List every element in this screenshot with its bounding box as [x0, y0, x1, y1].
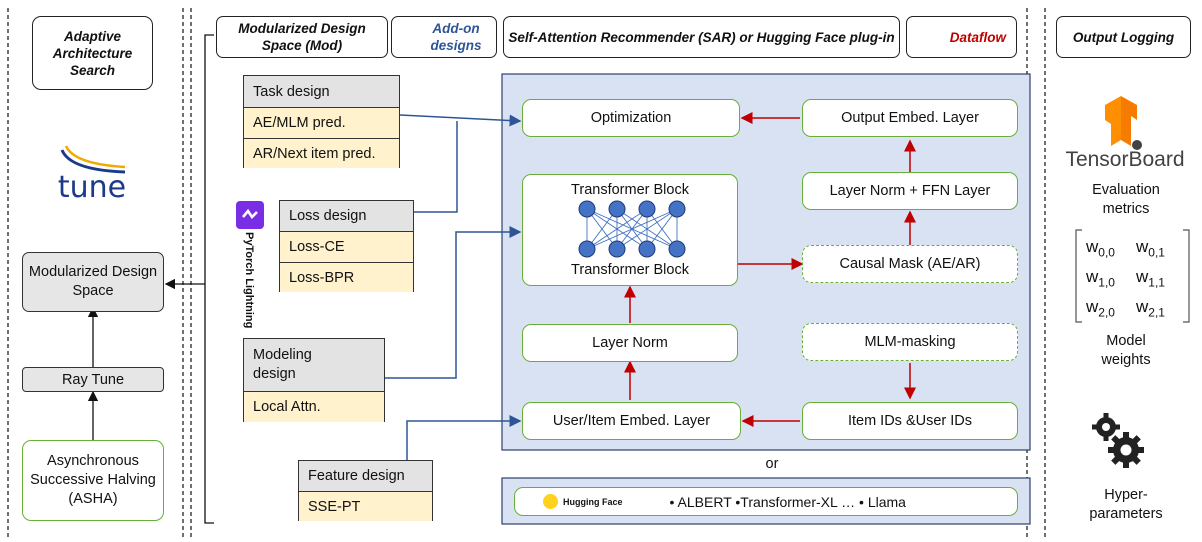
addon-label: Add-on designs: [430, 21, 482, 53]
layer-norm-box: Layer Norm: [522, 324, 738, 362]
transformer-label-top: Transformer Block: [571, 182, 689, 198]
lightning-label-wrap: PyTorch Lightning: [226, 232, 272, 329]
or-label: or: [765, 456, 779, 472]
output-embed-box: Output Embed. Layer: [802, 99, 1018, 137]
asha-box: Asynchronous Successive Halving (ASHA): [22, 440, 164, 521]
ray-tune-box: Ray Tune: [22, 367, 164, 392]
modeling-design-block: Modeling design Local Attn.: [243, 338, 385, 422]
weights-matrix: w0,0 w0,1 w1,0 w1,1 w2,0 w2,1: [1086, 232, 1186, 322]
task-design-item: AE/MLM pred.: [244, 107, 399, 138]
task-design-title: Task design: [244, 76, 399, 107]
hugging-face-icon: [543, 494, 558, 509]
matrix-brackets: [1075, 229, 1190, 323]
matrix-cell: w2,0: [1086, 297, 1115, 320]
model-weights-label: Model weights: [1101, 333, 1151, 368]
mod-design-space-box: Modularized Design Space: [22, 252, 164, 312]
lightning-icon: [236, 201, 264, 229]
mod-bracket: [204, 34, 214, 524]
lightning-label: PyTorch Lightning: [243, 232, 255, 329]
feature-design-item: SSE-PT: [299, 491, 432, 521]
dataflow-header: Dataflow: [906, 16, 1017, 58]
loss-design-item: Loss-BPR: [280, 262, 413, 292]
hf-models-box: Hugging Face • ALBERT •Transformer-XL … …: [514, 487, 1018, 516]
gears-icon: [1092, 413, 1144, 468]
task-design-block: Task design AE/MLM pred. AR/Next item pr…: [243, 75, 400, 168]
tune-logo-text: tune: [57, 170, 127, 205]
eval-metrics-label: Evaluation metrics: [1092, 182, 1160, 217]
hf-logo-text: Hugging Face: [563, 496, 623, 507]
sar-header: Self-Attention Recommender (SAR) or Hugg…: [503, 16, 900, 58]
dataflow-label: Dataflow: [949, 29, 1006, 45]
mod-header: Modularized Design Space (Mod): [216, 16, 388, 58]
lightning-glyph: [242, 208, 258, 220]
modeling-design-title: Modeling design: [244, 339, 384, 391]
transformer-block-box: Transformer Block Transformer Block: [522, 174, 738, 286]
task-design-item: AR/Next item pred.: [244, 138, 399, 168]
matrix-cell: w1,1: [1136, 267, 1165, 290]
loss-design-title: Loss design: [280, 201, 413, 231]
causal-mask-box: Causal Mask (AE/AR): [802, 245, 1018, 283]
loss-design-block: Loss design Loss-CE Loss-BPR: [279, 200, 414, 292]
layer-norm-ffn-box: Layer Norm + FFN Layer: [802, 172, 1018, 210]
ray-tune-logo: [60, 145, 126, 174]
tensorboard-label: TensorBoard: [1065, 148, 1185, 171]
hyperparams-label: Hyper-parameters: [1089, 487, 1163, 522]
matrix-cell: w1,0: [1086, 267, 1115, 290]
feature-design-block: Feature design SSE-PT: [298, 460, 433, 521]
matrix-cell: w2,1: [1136, 297, 1165, 320]
feature-design-title: Feature design: [299, 461, 432, 491]
item-user-ids-box: Item IDs &User IDs: [802, 402, 1018, 440]
addon-header: Add-on designs: [391, 16, 497, 58]
tensorflow-icon: [1105, 96, 1142, 150]
matrix-cell: w0,1: [1136, 237, 1165, 260]
logging-header: Output Logging: [1056, 16, 1191, 58]
user-item-embed-box: User/Item Embed. Layer: [522, 402, 741, 440]
loss-design-item: Loss-CE: [280, 231, 413, 262]
optimization-box: Optimization: [522, 99, 740, 137]
modeling-design-item: Local Attn.: [244, 391, 384, 422]
hf-models-text: • ALBERT •Transformer-XL … • Llama: [669, 493, 906, 510]
transformer-label-bottom: Transformer Block: [571, 262, 689, 278]
search-title: Adaptive Architecture Search: [32, 16, 153, 90]
matrix-cell: w0,0: [1086, 237, 1115, 260]
mlm-masking-box: MLM-masking: [802, 323, 1018, 361]
